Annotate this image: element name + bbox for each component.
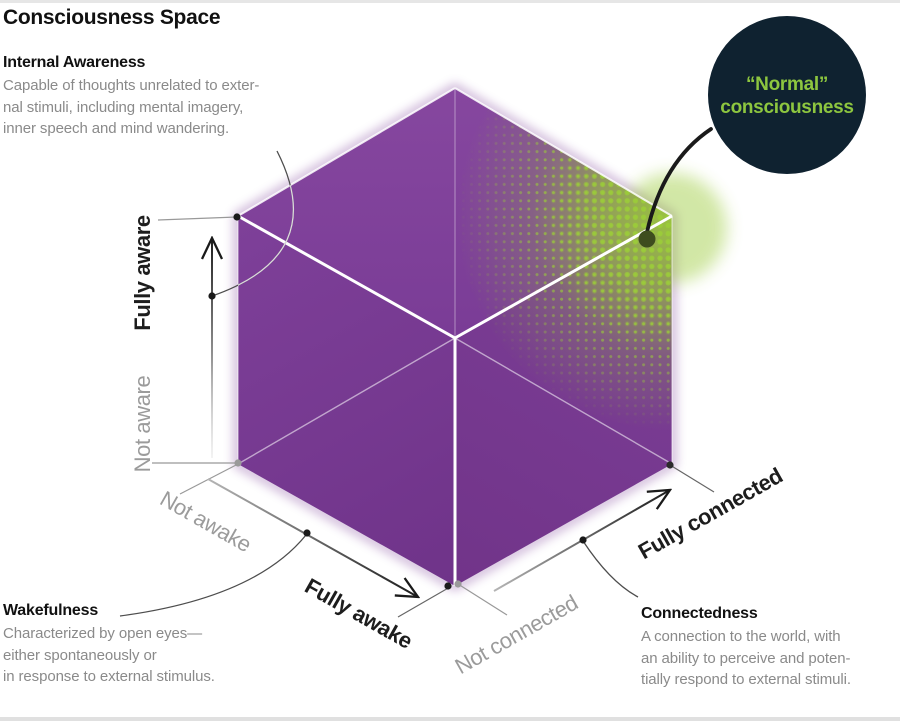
axis-label-fully-aware: Fully aware [130,215,155,331]
wakefulness-heading: Wakefulness [3,602,99,619]
wakefulness-line: either spontaneously or [3,646,157,664]
connectedness-annotation: Connectedness A connection to the world,… [641,605,900,691]
bottom-border-strip [0,717,900,721]
connectedness-heading: Connectedness [641,605,758,622]
wakefulness-annotation: Wakefulness Characterized by open eyes— … [3,602,303,688]
cube-rim-highlights [237,87,673,464]
callout-line1: “Normal” [746,74,828,95]
internal-awareness-line: Capable of thoughts unrelated to exter- [3,77,260,94]
internal-awareness-annotation: Internal Awareness Capable of thoughts u… [3,54,303,140]
cube-front-edges [237,214,673,586]
top-border-strip [0,0,900,3]
connectedness-line: A connection to the world, with [641,628,841,645]
callout-connector [645,127,713,234]
axis-label-not-connected: Not connected [451,590,582,679]
connectedness-line: tially respond to external stimuli. [641,671,851,688]
internal-awareness-line: inner speech and mind wandering. [3,120,230,137]
wakefulness-line: in response to external stimulus. [3,668,215,685]
callout-bubble [708,16,866,174]
axis-label-fully-awake: Fully awake [301,573,417,653]
internal-awareness-heading: Internal Awareness [3,54,146,71]
wakefulness-leader [119,534,307,617]
axis-label-fully-connected: Fully connected [634,463,787,564]
wakefulness-axis-arrow [207,478,418,597]
connectedness-leader [582,540,639,598]
connectedness-line: an ability to perceive and poten- [641,649,851,667]
internal-awareness-line: nal stimuli, including mental imagery, [3,98,244,116]
cube-hidden-edges [237,88,673,465]
axis-dots [208,213,674,590]
callout-line2: consciousness [720,97,853,118]
axis-label-not-aware: Not aware [130,376,155,473]
normal-consciousness-point [638,230,656,248]
wakefulness-line: Characterized by open eyes— [3,625,203,642]
page-title: Consciousness Space [3,6,221,29]
